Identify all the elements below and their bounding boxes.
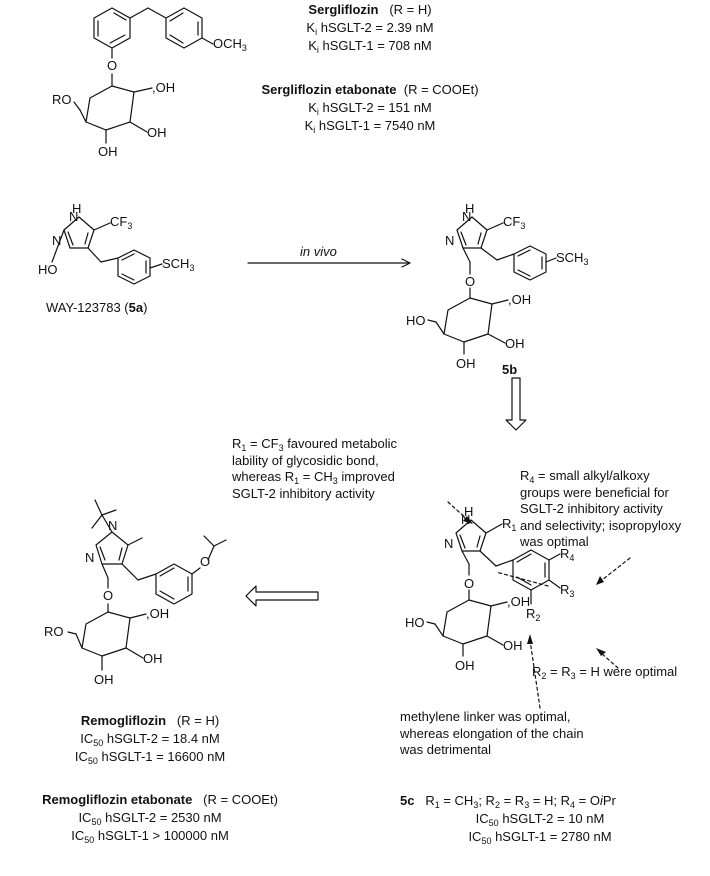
svg-text:OH: OH — [98, 144, 118, 159]
svg-text:O: O — [200, 554, 210, 569]
in-vivo-label: in vivo — [300, 244, 337, 259]
structure-5b — [427, 216, 557, 355]
svg-text:,OH: ,OH — [146, 606, 169, 621]
svg-text:H: H — [72, 201, 81, 216]
sergliflozin-ki1: Ki hSGLT-1 = 708 nM — [308, 38, 432, 55]
svg-text:H: H — [465, 201, 474, 216]
svg-text:R1: R1 — [502, 516, 516, 533]
sergliflozin-etabonate-title: Sergliflozin etabonate (R = COOEt) — [261, 82, 479, 97]
sergliflozin-structure — [73, 7, 214, 144]
svg-text:N: N — [462, 209, 471, 224]
sergliflozin-ki2: Ki hSGLT-2 = 2.39 nM — [306, 20, 434, 37]
dashed-arrowheads — [463, 516, 606, 656]
svg-text:H: H — [464, 504, 473, 519]
svg-text:O: O — [465, 274, 475, 289]
remogliflozin-etabonate-ic2: IC50 hSGLT-2 = 2530 nM — [78, 810, 222, 827]
svg-text:N: N — [85, 550, 94, 565]
svg-text:,OH: ,OH — [508, 292, 531, 307]
svg-text:HO: HO — [405, 615, 425, 630]
svg-text:N: N — [461, 512, 470, 527]
note-linker: methylene linker was optimal, whereas el… — [400, 709, 584, 757]
svg-text:HO: HO — [406, 313, 426, 328]
svg-text:,OH: ,OH — [152, 80, 175, 95]
svg-text:HO: HO — [38, 262, 58, 277]
svg-text:OH: OH — [503, 638, 523, 653]
remogliflozin-title: Remogliflozin (R = H) — [80, 713, 220, 728]
svg-text:N: N — [52, 233, 61, 248]
compound-5c-substituents: 5c R1 = CH3; R2 = R3 = H; R4 = OiPr — [400, 793, 616, 810]
svg-text:OH: OH — [456, 356, 476, 371]
svg-text:SCH3: SCH3 — [162, 256, 194, 273]
compound-5b-label: 5b — [502, 362, 518, 377]
svg-text:CF3: CF3 — [110, 214, 132, 231]
svg-text:SCH3: SCH3 — [556, 250, 588, 267]
svg-text:N: N — [69, 209, 78, 224]
svg-text:OH: OH — [147, 125, 167, 140]
svg-text:OH: OH — [455, 658, 475, 673]
svg-text:OH: OH — [505, 336, 525, 351]
structure-5c — [426, 519, 561, 657]
in-vivo-arrow — [247, 258, 411, 268]
remogliflozin-ic2: IC50 hSGLT-2 = 18.4 nM — [80, 731, 220, 748]
way-123783-label: WAY-123783 (5a) — [46, 300, 148, 315]
svg-text:O: O — [103, 588, 113, 603]
way-123783-structure — [51, 216, 163, 285]
remogliflozin-etabonate-ic1: IC50 hSGLT-1 > 100000 nM — [71, 828, 229, 845]
sergliflozin-title: Sergliflozin (R = H) — [308, 2, 432, 17]
sergliflozin-etabonate-ki2: Ki hSGLT-2 = 151 nM — [308, 100, 432, 117]
compound-5c-ic1: IC50 hSGLT-1 = 2780 nM — [468, 829, 612, 846]
sergliflozin-etabonate-ki1: Ki hSGLT-1 = 7540 nM — [304, 118, 436, 135]
dashed-arrows — [447, 501, 631, 709]
svg-text:N: N — [444, 536, 453, 551]
svg-text:,OH: ,OH — [507, 594, 530, 609]
svg-text:R3: R3 — [560, 582, 574, 599]
svg-text:N: N — [445, 233, 454, 248]
remogliflozin-etabonate-title: Remogliflozin etabonate (R = COOEt) — [42, 792, 278, 807]
remogliflozin-ic1: IC50 hSGLT-1 = 16600 nM — [74, 749, 226, 766]
compound-5c-ic2: IC50 hSGLT-2 = 10 nM — [475, 811, 605, 828]
note-r2-r3: R2 = R3 = H were optimal — [532, 664, 678, 681]
svg-text:OH: OH — [94, 672, 114, 687]
hollow-arrow-left — [245, 585, 319, 607]
svg-text:O: O — [464, 576, 474, 591]
svg-text:O: O — [107, 58, 117, 73]
remogliflozin-structure — [67, 499, 227, 671]
hollow-arrow-down — [505, 377, 527, 431]
svg-text:OCH3: OCH3 — [213, 36, 247, 53]
svg-text:OH: OH — [143, 651, 163, 666]
svg-text:RO: RO — [52, 92, 72, 107]
svg-text:N: N — [108, 518, 117, 533]
note-r4: R4 = small alkyl/alkoxy groups were bene… — [520, 468, 682, 549]
note-r1: R1 = CF3 favoured metabolic lability of … — [232, 436, 398, 501]
svg-text:CF3: CF3 — [503, 214, 525, 231]
svg-text:RO: RO — [44, 624, 64, 639]
